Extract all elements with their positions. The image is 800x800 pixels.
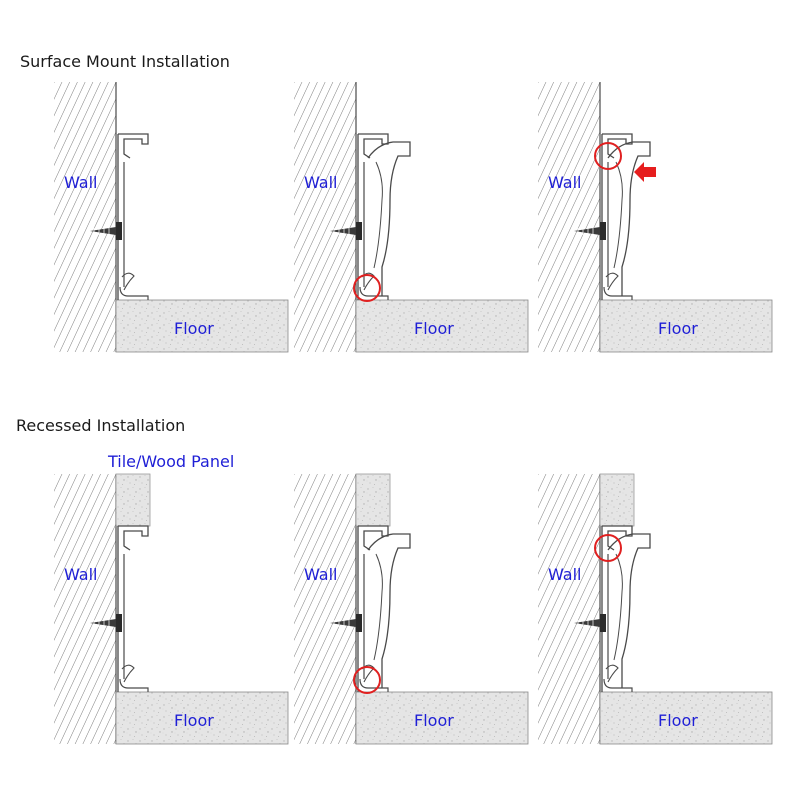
base-profile-lower [359, 554, 389, 692]
front-cover [367, 141, 411, 296]
section-title-recessed: Recessed Installation [16, 416, 185, 435]
front-cover-inner [613, 161, 623, 269]
tile-panel [599, 473, 635, 527]
press-arrow-icon [634, 162, 656, 182]
screw-head [600, 614, 606, 632]
wall-label: Wall [304, 565, 338, 584]
wall-label: Wall [548, 565, 582, 584]
screw-threads [577, 226, 594, 236]
base-clip [605, 272, 619, 291]
wall-label: Wall [64, 565, 98, 584]
base-profile [601, 133, 633, 300]
screw-body [330, 619, 356, 627]
screw-body [90, 227, 116, 235]
floor-slab [355, 691, 529, 745]
floor-label: Floor [174, 711, 214, 730]
wall-hatch [54, 474, 116, 744]
base-profile [357, 525, 389, 692]
floor-label: Floor [414, 711, 454, 730]
base-profile [117, 133, 149, 300]
wall-hatch [54, 82, 116, 352]
tile-panel-label: Tile/Wood Panel [107, 452, 234, 471]
screw-threads [333, 226, 350, 236]
tile-panel [355, 473, 391, 527]
base-clip [121, 272, 135, 291]
highlight-circle [594, 142, 622, 170]
base-profile-lower [603, 554, 633, 692]
screw-head [600, 222, 606, 240]
wall-label: Wall [548, 173, 582, 192]
screw-threads [577, 618, 594, 628]
front-cover-inner [373, 161, 383, 269]
base-profile-lower [119, 162, 149, 300]
wall-hatch [538, 82, 600, 352]
floor-label: Floor [658, 711, 698, 730]
screw-head [116, 614, 122, 632]
screw-body [330, 227, 356, 235]
screw-head [116, 222, 122, 240]
screw-body [574, 227, 600, 235]
base-profile [601, 525, 633, 692]
base-profile-lower [603, 162, 633, 300]
floor-slab [115, 299, 289, 353]
floor-slab [599, 691, 773, 745]
screw-threads [93, 226, 110, 236]
panel-grid: WallFloorWallFloorWallFloorWallFloorWall… [54, 82, 773, 745]
base-profile-lower [359, 162, 389, 300]
floor-slab [355, 299, 529, 353]
screw-head [356, 614, 362, 632]
wall-label: Wall [304, 173, 338, 192]
screw-body [90, 619, 116, 627]
screw-threads [333, 618, 350, 628]
front-cover [607, 533, 651, 688]
wall-hatch [294, 82, 356, 352]
front-cover-inner [373, 553, 383, 661]
front-cover [607, 141, 651, 296]
highlight-circle [353, 666, 381, 694]
wall-hatch [538, 474, 600, 744]
base-clip [121, 664, 135, 683]
screw-head [356, 222, 362, 240]
base-profile-lower [119, 554, 149, 692]
highlight-circle [353, 274, 381, 302]
wall-hatch [294, 474, 356, 744]
floor-slab [599, 299, 773, 353]
front-cover [367, 533, 411, 688]
base-profile [357, 133, 389, 300]
base-clip [605, 664, 619, 683]
floor-label: Floor [414, 319, 454, 338]
screw-body [574, 619, 600, 627]
section-title-surface: Surface Mount Installation [20, 52, 230, 71]
highlight-circle [594, 534, 622, 562]
base-profile [117, 525, 149, 692]
wall-label: Wall [64, 173, 98, 192]
floor-label: Floor [658, 319, 698, 338]
front-cover-inner [613, 553, 623, 661]
floor-slab [115, 691, 289, 745]
screw-threads [93, 618, 110, 628]
tile-panel [115, 473, 151, 527]
floor-label: Floor [174, 319, 214, 338]
